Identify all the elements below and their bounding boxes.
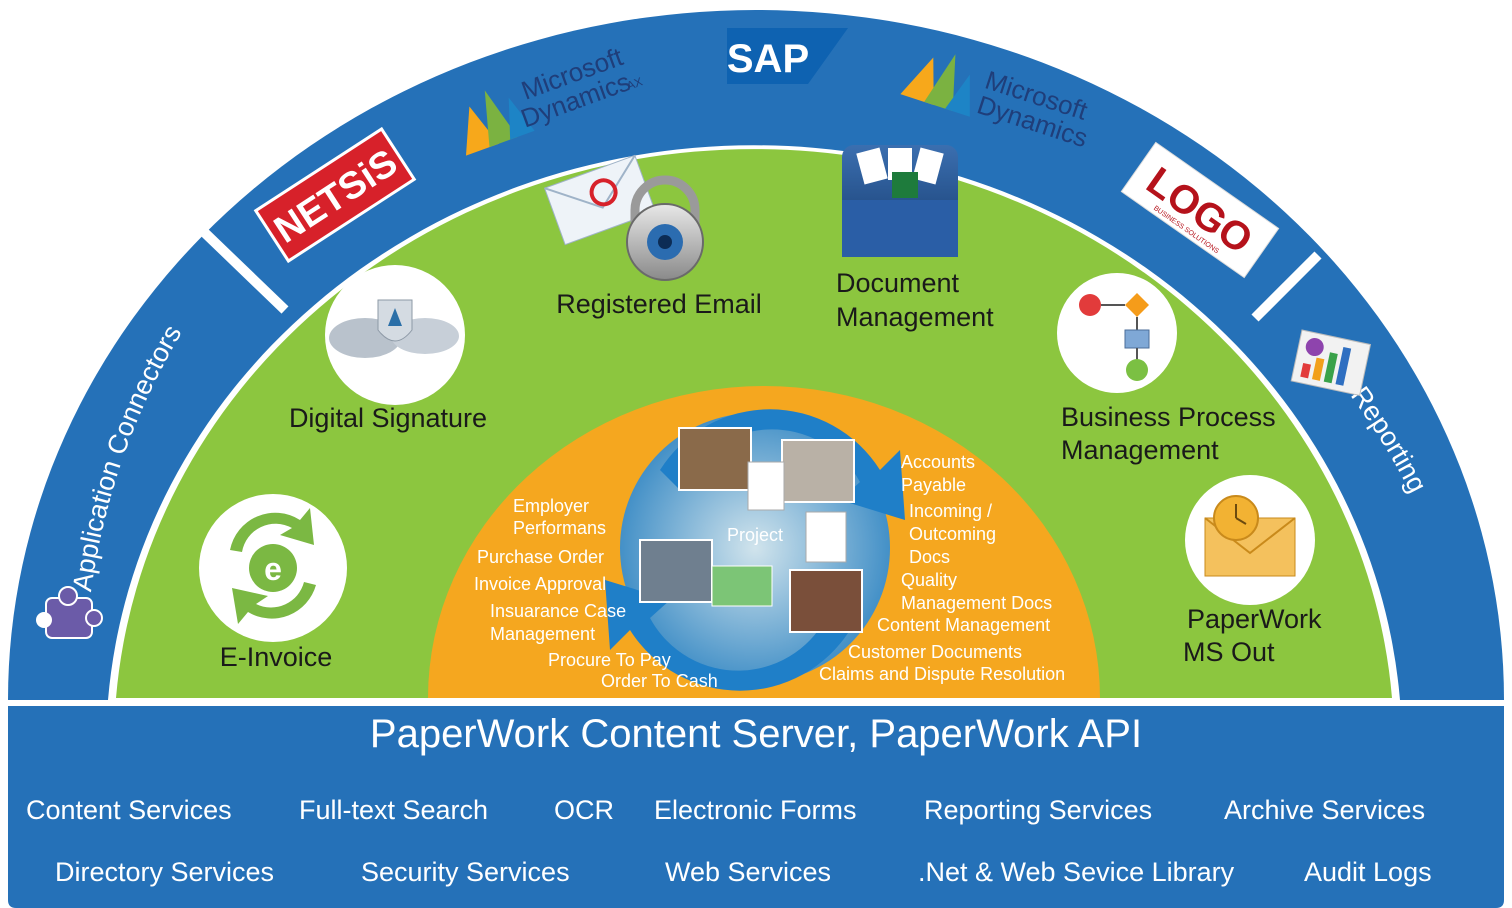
core-item: Incoming / bbox=[909, 501, 992, 521]
registered-email-module: Registered Email bbox=[543, 154, 762, 319]
core-left-items: Employer Performans Purchase Order Invoi… bbox=[474, 496, 718, 691]
core-item: Employer bbox=[513, 496, 589, 516]
content-server-title: PaperWork Content Server, PaperWork API bbox=[369, 712, 1143, 756]
service-item: Audit Logs bbox=[1304, 857, 1432, 887]
svg-text:AX: AX bbox=[625, 74, 645, 93]
core-item: Purchase Order bbox=[477, 547, 604, 567]
core-swirl-graphic: Project bbox=[605, 409, 905, 691]
core-center-label: Project bbox=[727, 525, 783, 545]
service-item: Archive Services bbox=[1224, 795, 1426, 825]
core-item: Management Docs bbox=[901, 593, 1052, 613]
service-item: .Net & Web Sevice Library bbox=[918, 857, 1235, 887]
svg-text:SAP: SAP bbox=[727, 37, 809, 81]
core-item: Claims and Dispute Resolution bbox=[819, 664, 1065, 684]
service-item: Web Services bbox=[665, 857, 832, 887]
document-folder-icon bbox=[842, 145, 958, 257]
bpm-module: Business Process Management bbox=[1057, 273, 1276, 465]
svg-text:e: e bbox=[264, 551, 282, 587]
core-item: Outcoming bbox=[909, 524, 996, 544]
report-chart-icon bbox=[1290, 329, 1372, 397]
e-invoice-label: E-Invoice bbox=[220, 642, 333, 672]
ms-out-label: PaperWork bbox=[1187, 604, 1322, 634]
svg-text:Management: Management bbox=[836, 302, 994, 332]
registered-email-icon bbox=[543, 154, 704, 281]
service-item: Full-text Search bbox=[299, 795, 489, 825]
svg-text:MS Out: MS Out bbox=[1183, 637, 1275, 667]
core-item: Order To Cash bbox=[601, 671, 718, 691]
service-item: Security Services bbox=[361, 857, 570, 887]
bpm-label: Business Process bbox=[1061, 402, 1276, 432]
core-item: Invoice Approval bbox=[474, 574, 606, 594]
digital-signature-label: Digital Signature bbox=[289, 403, 487, 433]
core-item: Quality bbox=[901, 570, 957, 590]
service-item: Electronic Forms bbox=[654, 795, 857, 825]
document-management-module: Document Management bbox=[836, 145, 994, 332]
service-item: OCR bbox=[554, 795, 614, 825]
core-item: Customer Documents bbox=[848, 642, 1022, 662]
puzzle-icon bbox=[36, 586, 103, 639]
digital-signature-module: Digital Signature bbox=[289, 265, 487, 433]
core-item: Docs bbox=[909, 547, 950, 567]
bpm-flow-icon bbox=[1057, 273, 1177, 393]
svg-text:Management: Management bbox=[1061, 435, 1219, 465]
ms-out-module: PaperWork MS Out bbox=[1183, 475, 1322, 667]
content-server-band bbox=[8, 706, 1504, 908]
core-item: Content Management bbox=[877, 615, 1050, 635]
core-item: Insuarance Case bbox=[490, 601, 626, 621]
core-item: Performans bbox=[513, 518, 606, 538]
e-invoice-module: e E-Invoice bbox=[199, 494, 347, 672]
service-item: Directory Services bbox=[55, 857, 275, 887]
document-management-label: Document bbox=[836, 268, 960, 298]
core-item: Procure To Pay bbox=[548, 650, 671, 670]
core-item: Management bbox=[490, 624, 595, 644]
service-item: Content Services bbox=[26, 795, 232, 825]
core-right-items: Accounts Payable Incoming / Outcoming Do… bbox=[819, 452, 1065, 684]
registered-email-label: Registered Email bbox=[556, 289, 762, 319]
core-item: Accounts bbox=[901, 452, 975, 472]
sap-logo: SAP bbox=[727, 28, 848, 84]
service-item: Reporting Services bbox=[924, 795, 1153, 825]
core-item: Payable bbox=[901, 475, 966, 495]
